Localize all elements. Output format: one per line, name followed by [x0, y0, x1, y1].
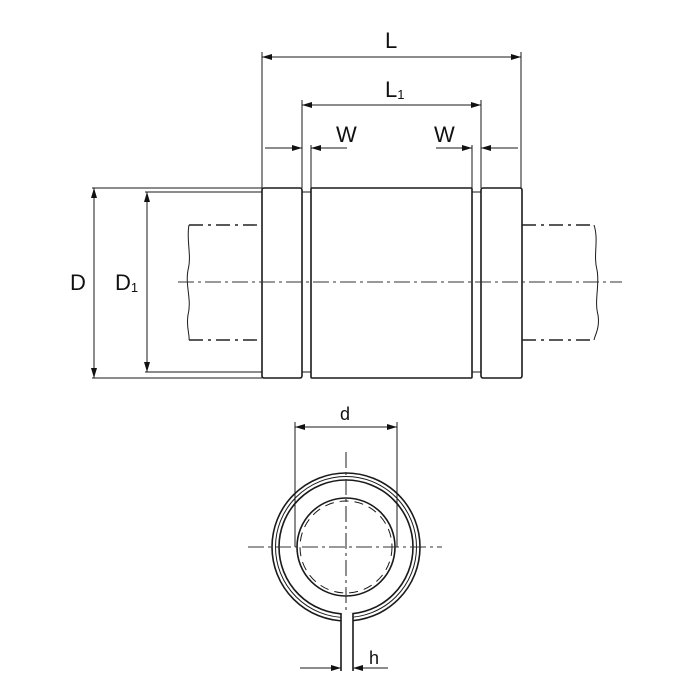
shaft-break-right	[593, 224, 599, 341]
right-end-cap	[480, 187, 523, 379]
dimension-d: d	[294, 404, 398, 547]
label-D1: D1	[115, 270, 138, 295]
dimension-h: h	[300, 648, 388, 671]
label-W-left: W	[336, 122, 357, 147]
bearing-body	[310, 187, 473, 379]
dimension-D: D	[70, 187, 262, 379]
dimension-W-right: W	[434, 122, 518, 188]
label-L1: L1	[385, 77, 404, 102]
dimension-W-left: W	[265, 122, 357, 188]
left-end-cap	[261, 187, 303, 379]
label-L: L	[385, 28, 397, 53]
shaft-break-left	[186, 224, 190, 341]
end-view	[248, 452, 442, 671]
label-h: h	[369, 648, 379, 668]
shaft-phantom	[186, 224, 599, 341]
side-view	[178, 187, 622, 379]
label-D: D	[70, 270, 86, 295]
dimension-L: L	[261, 28, 522, 188]
label-d: d	[340, 404, 350, 424]
dimension-D1: D1	[115, 191, 262, 373]
dimension-L1: L1	[301, 77, 482, 188]
label-W-right: W	[434, 122, 455, 147]
